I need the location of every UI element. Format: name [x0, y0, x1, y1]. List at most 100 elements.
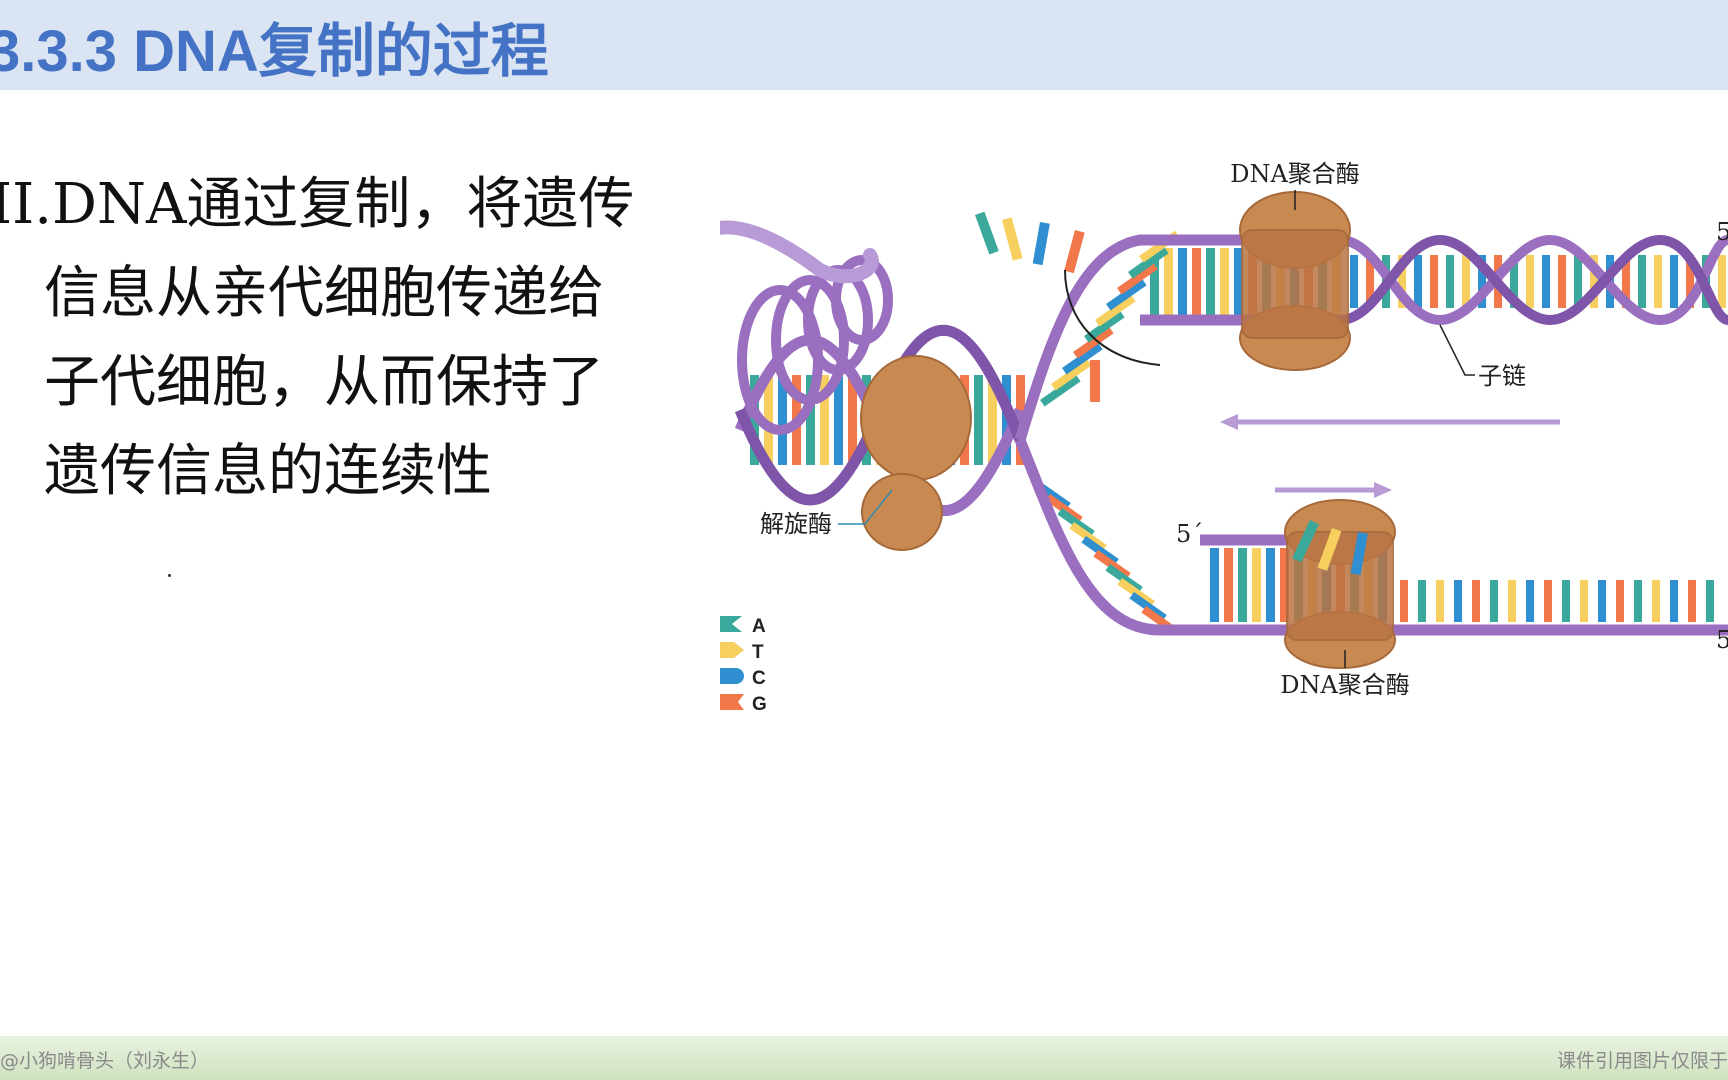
- base-pair: [988, 375, 997, 465]
- base-pair: [1526, 255, 1534, 308]
- free-nucleotide: [1292, 520, 1320, 563]
- free-nucleotide: [975, 211, 999, 255]
- base-pair: [1150, 248, 1159, 315]
- base-pair: [848, 375, 857, 465]
- base-pair: [1508, 580, 1516, 622]
- footer-disclaimer: 课件引用图片仅限于: [1556, 1050, 1728, 1072]
- base-pair: [1686, 255, 1694, 308]
- base-pair: [1073, 326, 1114, 359]
- base-pair: [1366, 255, 1374, 308]
- polymerase-bottom-enzyme: [1284, 499, 1396, 669]
- dna-coil: [737, 255, 893, 435]
- base-pair: [1454, 580, 1462, 622]
- leading-arrow-head: [1220, 414, 1238, 430]
- base-pair: [820, 375, 829, 465]
- legend-swatch-t: [720, 642, 744, 658]
- legend-swatch-g: [720, 694, 744, 710]
- base-pair: [1670, 580, 1678, 622]
- base-pair: [1652, 580, 1660, 622]
- base-pair: [1127, 246, 1169, 279]
- dna-replication-diagram: DNA聚合酶 DNA聚合酶 解旋酶 子链 5´ 5 5 A T C G: [720, 160, 1728, 715]
- label-leader-helicase: [838, 489, 893, 525]
- legend-label-a: A: [752, 616, 766, 637]
- base-pair: [1206, 248, 1215, 315]
- label-daughter-strand: 子链: [1478, 362, 1526, 390]
- base-pair: [1446, 255, 1454, 308]
- base-pair: [1510, 255, 1518, 308]
- base-pair: [1414, 255, 1422, 308]
- base-pair: [1164, 248, 1173, 315]
- base-pair: [1105, 278, 1147, 311]
- base-pair: [1462, 255, 1470, 308]
- base-pair: [1192, 248, 1201, 315]
- free-nucleotides: [975, 211, 1368, 576]
- base-pair: [1252, 548, 1261, 622]
- base-pair: [1398, 255, 1406, 308]
- dna-tail: [720, 220, 879, 284]
- base-pair: [1670, 255, 1678, 308]
- base-pair: [1622, 255, 1630, 308]
- base-pair: [1542, 255, 1550, 308]
- text-line-1: II.DNA通过复制，将遗传: [0, 172, 635, 237]
- legend-label-g: G: [752, 694, 767, 715]
- label-helicase: 解旋酶: [760, 510, 832, 538]
- footer-author: @小狗啃骨头（刘永生）: [0, 1050, 210, 1072]
- daughter-helix-strand-2: [1339, 234, 1728, 326]
- base-pair: [1616, 580, 1624, 622]
- text-line-3: 子代细胞，从而保持了: [44, 350, 604, 415]
- helicase-enzyme: [860, 355, 972, 551]
- base-pair: [1430, 255, 1438, 308]
- base-pair: [1178, 248, 1187, 315]
- base-pair: [1590, 255, 1598, 308]
- legend-swatch-c: [720, 668, 744, 684]
- base-pair: [1224, 548, 1233, 622]
- slide-title: 3.3.3 DNA复制的过程: [0, 19, 549, 84]
- daughter-helix-strand-1: [1339, 234, 1728, 326]
- base-pair: [1562, 580, 1570, 622]
- stray-dot: [168, 574, 171, 577]
- template-strand-upper: [1014, 234, 1340, 442]
- legend-label-t: T: [752, 642, 764, 663]
- base-pair: [1220, 248, 1229, 315]
- base-pair: [1234, 248, 1243, 315]
- base-pair: [834, 375, 843, 465]
- base-pair: [1706, 580, 1714, 622]
- label-leader-daughter: [1439, 324, 1475, 376]
- base-pair: [764, 375, 773, 465]
- base-pair: [1051, 358, 1092, 391]
- base-pair: [1558, 255, 1566, 308]
- free-nucleotide: [1090, 360, 1100, 402]
- label-five-prime: 5´: [1176, 520, 1203, 548]
- base-pair: [1544, 580, 1552, 622]
- base-pair: [1598, 580, 1606, 622]
- base-pair: [1400, 580, 1408, 622]
- base-pair: [1350, 255, 1358, 308]
- legend-swatch-a: [720, 616, 742, 632]
- free-nucleotide: [1032, 222, 1050, 266]
- base-pair: [1574, 255, 1582, 308]
- base-pair: [1210, 548, 1219, 622]
- nucleotide-feed-arrow: [1064, 269, 1161, 366]
- base-legend: A T C G: [720, 616, 767, 715]
- base-pair: [1478, 255, 1486, 308]
- free-nucleotide: [1317, 528, 1342, 571]
- free-nucleotide: [1064, 230, 1085, 274]
- text-line-2: 信息从亲代细胞传递给: [44, 261, 604, 326]
- text-line-4: 遗传信息的连续性: [44, 439, 492, 504]
- free-nucleotide: [1350, 532, 1368, 576]
- main-text: II.DNA通过复制，将遗传 信息从亲代细胞传递给 子代细胞，从而保持了 遗传信…: [0, 160, 680, 516]
- base-pair: [974, 375, 983, 465]
- base-pair: [1084, 310, 1125, 343]
- base-pair: [1266, 548, 1275, 622]
- footer-bar: @小狗啃骨头（刘永生） 课件引用图片仅限于: [0, 1036, 1728, 1080]
- lagging-arrow-head: [1374, 482, 1392, 498]
- legend-label-c: C: [752, 668, 766, 689]
- base-pair: [1062, 342, 1103, 375]
- base-pair: [778, 375, 787, 465]
- base-pair: [1116, 262, 1158, 295]
- base-pair: [1718, 255, 1726, 308]
- base-pair: [1238, 548, 1247, 622]
- template-strand-lower: [1014, 437, 1728, 636]
- base-pair: [1688, 580, 1696, 622]
- polymerase-top-enzyme: [1239, 191, 1351, 371]
